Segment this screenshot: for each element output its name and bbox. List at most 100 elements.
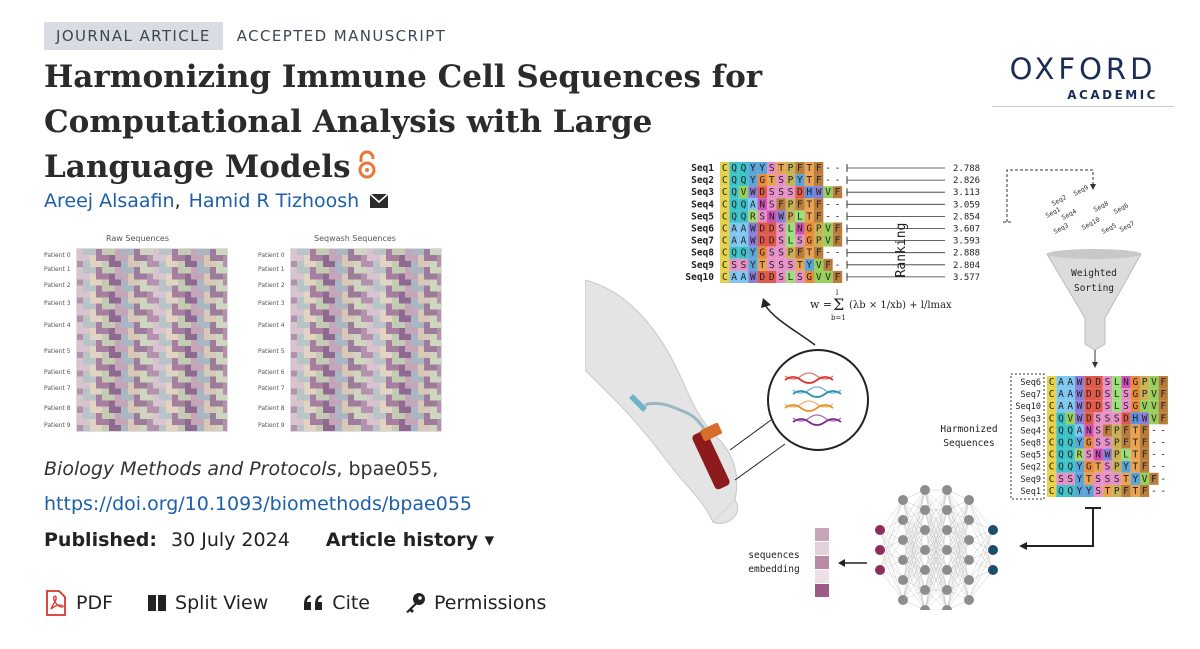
residue-letter: S: [1105, 438, 1111, 449]
residue-letter: L: [797, 211, 803, 222]
residue-cell: [1093, 400, 1103, 413]
funnel-rim: [1047, 249, 1141, 259]
author-link[interactable]: Areej Alsaafin: [44, 190, 175, 212]
harmonized-seq-name: Seq9: [1021, 475, 1041, 485]
residue-letter: P: [816, 236, 822, 247]
heatmap-column: [146, 249, 154, 431]
residue-letter: L: [1123, 450, 1129, 461]
harmonized-seq-name: Seq6: [1021, 378, 1041, 388]
residue-letter: G: [1086, 438, 1092, 449]
doi-link[interactable]: https://doi.org/10.1093/biomethods/bpae0…: [44, 493, 473, 515]
residue-letter: F: [1123, 486, 1129, 497]
residue-cell: [720, 270, 730, 283]
residue-letter: -: [1160, 486, 1166, 497]
heatmap-column: [360, 249, 368, 431]
residue-letter: S: [797, 272, 803, 283]
network-edge: [946, 539, 970, 610]
residue-cell: [1093, 448, 1103, 461]
residue-cell: [1065, 376, 1075, 389]
patient-label: Patient 3: [258, 300, 285, 307]
patient-label: Patient 5: [44, 348, 71, 355]
heatmap-column: [348, 249, 355, 431]
residue-cell: [1158, 424, 1168, 437]
cite-button[interactable]: Cite: [302, 592, 370, 614]
heatmap-column: [222, 249, 227, 431]
harmonized-seq-name: Seq4: [1021, 426, 1041, 436]
residue-letter: C: [1049, 401, 1055, 412]
residue-cell: [832, 270, 843, 283]
residue-cell: [804, 174, 814, 187]
residue-letter: T: [1105, 486, 1111, 497]
embedding-cell: [815, 542, 829, 555]
heatmap-column: [127, 249, 135, 431]
residue-letter: C: [722, 260, 728, 271]
residue-cell: [1158, 436, 1168, 449]
residue-cell: [738, 270, 749, 283]
residue-letter: F: [1160, 389, 1166, 400]
pdf-label: PDF: [76, 592, 114, 614]
residue-cell: [729, 174, 739, 187]
residue-cell: [1047, 472, 1057, 485]
funnel-seq-label: Seq7: [1118, 219, 1136, 233]
residue-cell: [785, 186, 796, 199]
residue-cell: [767, 186, 777, 199]
network-edge: [902, 549, 926, 601]
residue-letter: L: [1114, 401, 1120, 412]
residue-cell: [1158, 400, 1168, 413]
dna-strand: [792, 414, 842, 422]
article-history-dropdown[interactable]: Article history ▾: [325, 529, 495, 551]
magnifier-circle: [767, 349, 869, 451]
pdf-button[interactable]: PDF: [44, 590, 113, 616]
network-node: [942, 605, 952, 610]
residue-cell: [1056, 424, 1066, 437]
seq-name: Seq3: [691, 187, 714, 198]
residue-cell: [804, 258, 814, 271]
permissions-button[interactable]: Permissions: [404, 592, 546, 614]
split-view-button[interactable]: Split View: [147, 592, 268, 614]
residue-cell: [1047, 448, 1057, 461]
heatmap-column: [191, 249, 198, 431]
residue-cell: [1149, 484, 1159, 497]
residue-cell: [832, 174, 843, 187]
residue-cell: [814, 246, 824, 259]
patient-label: Patient 1: [44, 266, 71, 273]
residue-cell: [814, 174, 824, 187]
residue-cell: [729, 222, 739, 235]
residue-letter: Q: [1067, 462, 1073, 473]
heatmap-column: [102, 249, 110, 431]
oxford-academic-logo[interactable]: OXFORD ACADEMIC: [992, 52, 1174, 107]
residue-cell: [767, 258, 777, 271]
residue-cell: [823, 198, 833, 211]
network-edge: [946, 579, 970, 610]
residue-letter: A: [750, 199, 756, 210]
harmonized-bracket: [1010, 373, 1045, 500]
residue-cell: [795, 222, 805, 235]
network-node: [920, 505, 930, 515]
residue-letter: S: [1105, 462, 1111, 473]
residue-cell: [1074, 484, 1085, 497]
residue-letter: Q: [731, 211, 737, 222]
residue-cell: [823, 270, 833, 283]
residue-letter: R: [750, 211, 756, 222]
residue-letter: D: [1086, 401, 1092, 412]
author-link[interactable]: Hamid R Tizhoosh: [188, 190, 360, 212]
residue-letter: -: [1160, 462, 1166, 473]
funnel-seq-label: Seq8: [1092, 199, 1110, 213]
heatmap-column: [367, 249, 374, 431]
seq-name: Seq8: [691, 248, 714, 259]
residue-letter: Y: [750, 163, 756, 174]
author-separator: ,: [174, 190, 181, 212]
score-value: 2.804: [953, 261, 980, 271]
residue-cell: [1084, 484, 1094, 497]
residue-letter: P: [788, 175, 794, 186]
residue-cell: [785, 198, 796, 211]
mail-icon[interactable]: [369, 193, 389, 209]
network-edge: [902, 489, 926, 521]
residue-letter: C: [722, 175, 728, 186]
journal-article-tag[interactable]: JOURNAL ARTICLE: [44, 22, 223, 50]
residue-letter: P: [1114, 486, 1120, 497]
residue-letter: F: [797, 199, 803, 210]
residue-cell: [776, 234, 786, 247]
patient-label: Patient 1: [258, 266, 285, 273]
residue-letter: S: [759, 211, 765, 222]
